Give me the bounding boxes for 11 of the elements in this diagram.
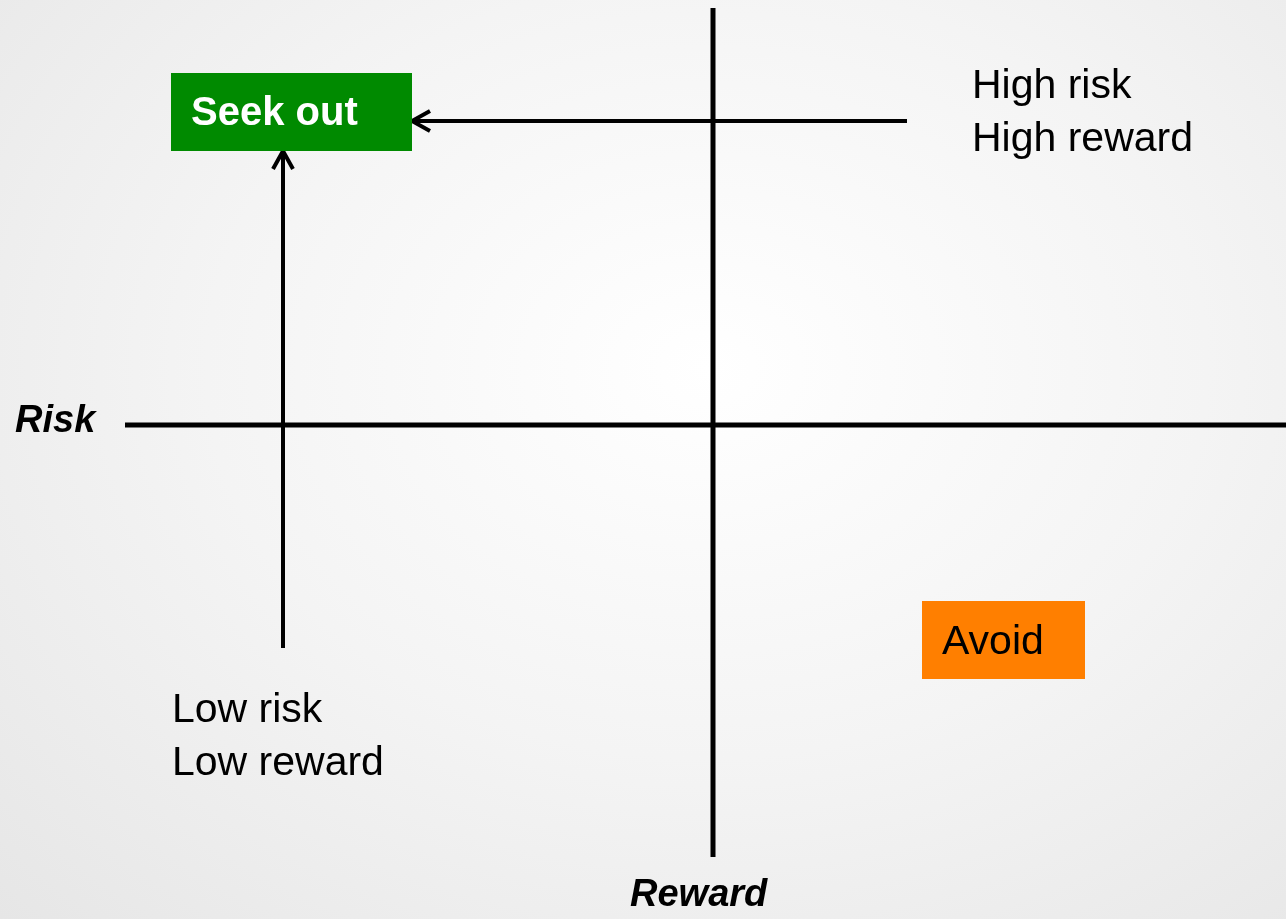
- box-label: Avoid: [942, 618, 1045, 664]
- quadrant-label: Low risk: [172, 684, 324, 733]
- quadrant-label: High risk: [972, 60, 1133, 109]
- box-label: Seek out: [191, 89, 359, 133]
- axis-label: Risk: [15, 398, 96, 441]
- quadrant-label: High reward: [972, 113, 1195, 163]
- axis-label: Reward: [630, 872, 768, 915]
- avoid-box: [922, 601, 1085, 679]
- quadrant-label: Low reward: [172, 737, 385, 787]
- arrow: [271, 149, 295, 648]
- seek-out-box: [171, 73, 412, 151]
